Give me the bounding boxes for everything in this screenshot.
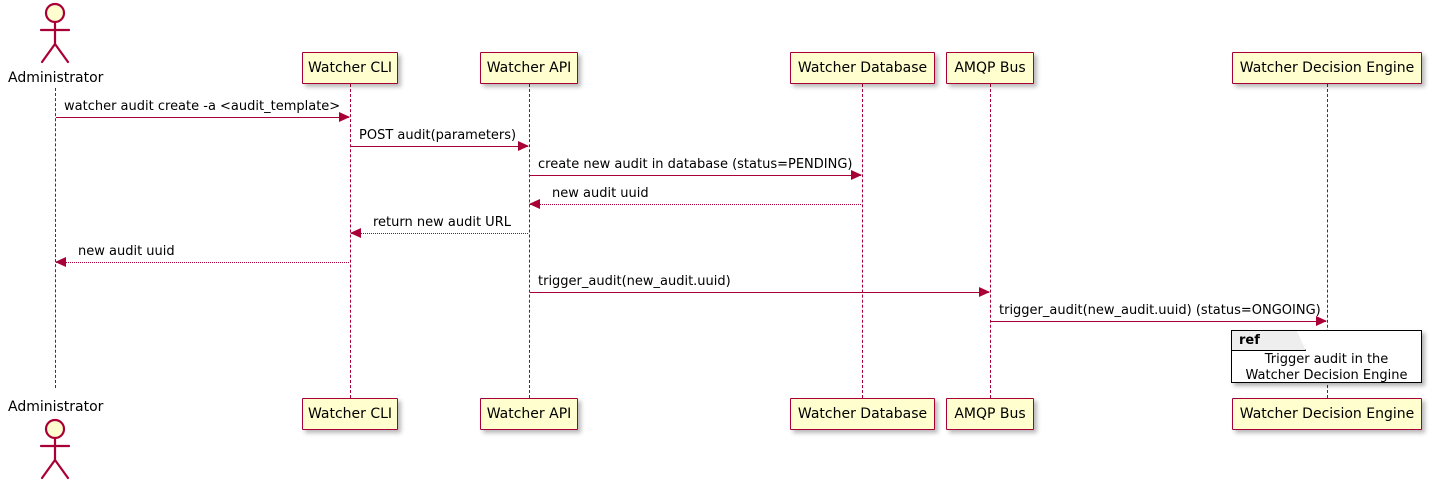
- message-label: return new audit URL: [373, 215, 511, 230]
- participant-watcher-decision-engine-bottom[interactable]: Watcher Decision Engine: [1232, 398, 1422, 430]
- message-label: new audit uuid: [552, 186, 649, 201]
- message-line: [56, 117, 349, 118]
- message-line: [530, 292, 989, 293]
- message-label: new audit uuid: [78, 244, 175, 259]
- arrowhead-right-icon: [851, 170, 862, 180]
- arrowhead-left-icon: [529, 199, 540, 209]
- arrowhead-right-icon: [339, 112, 350, 122]
- lifeline-watcher-decision-engine: [1327, 84, 1328, 398]
- ref-fragment-tab: ref: [1232, 331, 1306, 351]
- message-line: [991, 321, 1326, 322]
- message-label: watcher audit create -a <audit_template>: [64, 99, 341, 114]
- lifeline-watcher-database: [862, 84, 863, 398]
- lifeline-amqp-bus: [990, 84, 991, 398]
- message-label: trigger_audit(new_audit.uuid): [538, 274, 731, 289]
- ref-fragment: ref Trigger audit in the Watcher Decisio…: [1231, 330, 1422, 383]
- ref-fragment-body: Trigger audit in the Watcher Decision En…: [1232, 352, 1421, 384]
- participant-label-watcher-decision-engine-bottom: Watcher Decision Engine: [1239, 406, 1415, 422]
- ref-fragment-keyword: ref: [1239, 333, 1260, 348]
- participant-amqp-bus-bottom[interactable]: AMQP Bus: [946, 398, 1034, 430]
- participant-label-amqp-bus-top: AMQP Bus: [954, 60, 1026, 76]
- participant-label-amqp-bus-bottom: AMQP Bus: [954, 406, 1026, 422]
- participant-watcher-cli-top[interactable]: Watcher CLI: [302, 52, 398, 84]
- participant-watcher-api-top[interactable]: Watcher API: [480, 52, 578, 84]
- participant-label-watcher-cli-top: Watcher CLI: [307, 60, 393, 76]
- arrowhead-left-icon: [55, 257, 66, 267]
- participant-watcher-database-bottom[interactable]: Watcher Database: [790, 398, 935, 430]
- arrowhead-right-icon: [1316, 316, 1327, 326]
- message-label: create new audit in database (status=PEN…: [538, 157, 853, 172]
- message-line: [351, 233, 528, 234]
- message-line: [56, 262, 349, 263]
- participant-label-watcher-api-top: Watcher API: [486, 60, 572, 76]
- arrowhead-right-icon: [979, 287, 990, 297]
- actor-administrator-bottom: [33, 418, 77, 480]
- participant-label-watcher-api-bottom: Watcher API: [486, 406, 572, 422]
- actor-label-administrator-top: Administrator: [8, 70, 104, 86]
- participant-watcher-cli-bottom[interactable]: Watcher CLI: [302, 398, 398, 430]
- lifeline-administrator: [55, 88, 56, 388]
- participant-label-watcher-database-bottom: Watcher Database: [797, 406, 928, 422]
- lifeline-watcher-api: [529, 84, 530, 398]
- arrowhead-left-icon: [350, 228, 361, 238]
- message-label: trigger_audit(new_audit.uuid) (status=ON…: [999, 303, 1321, 318]
- participant-label-watcher-decision-engine-top: Watcher Decision Engine: [1239, 60, 1415, 76]
- message-line: [530, 204, 861, 205]
- lifeline-watcher-cli: [350, 84, 351, 398]
- actor-administrator-top: [33, 2, 77, 64]
- participant-amqp-bus-top[interactable]: AMQP Bus: [946, 52, 1034, 84]
- message-line: [351, 146, 528, 147]
- message-line: [530, 175, 861, 176]
- participant-label-watcher-cli-bottom: Watcher CLI: [307, 406, 393, 422]
- ref-fragment-line-1: Trigger audit in the: [1264, 352, 1389, 367]
- ref-fragment-line-2: Watcher Decision Engine: [1245, 368, 1408, 383]
- participant-watcher-database-top[interactable]: Watcher Database: [790, 52, 935, 84]
- actor-label-administrator-bottom: Administrator: [8, 399, 104, 415]
- arrowhead-right-icon: [518, 141, 529, 151]
- participant-watcher-decision-engine-top[interactable]: Watcher Decision Engine: [1232, 52, 1422, 84]
- participant-label-watcher-database-top: Watcher Database: [797, 60, 928, 76]
- participant-watcher-api-bottom[interactable]: Watcher API: [480, 398, 578, 430]
- message-label: POST audit(parameters): [359, 128, 517, 143]
